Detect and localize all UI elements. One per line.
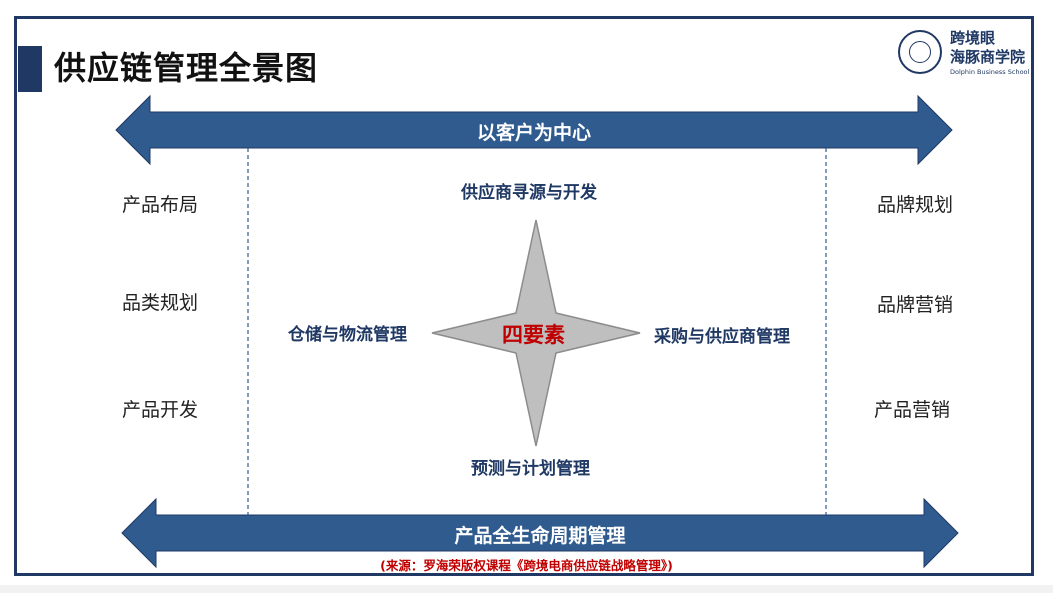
source-note: (来源：罗海荣版权课程《跨境电商供应链战略管理》) xyxy=(380,558,673,573)
element-procurement: 采购与供应商管理 xyxy=(654,327,790,347)
title-accent-bar xyxy=(18,46,42,92)
top-arrow-label: 以客户为中心 xyxy=(476,122,591,144)
logo-name-line1: 跨境眼 xyxy=(950,29,996,47)
logo-name-line2: 海豚商学院 xyxy=(950,48,1026,66)
element-supplier-sourcing: 供应商寻源与开发 xyxy=(461,183,597,203)
element-forecast-planning: 预测与计划管理 xyxy=(471,459,590,479)
page-title: 供应链管理全景图 xyxy=(54,49,319,87)
left-item-product-layout: 产品布局 xyxy=(122,194,199,216)
right-item-product-marketing: 产品营销 xyxy=(874,399,951,421)
logo-globe-icon xyxy=(909,41,931,63)
logo: 跨境眼 海豚商学院 Dolphin Business School xyxy=(898,29,1030,80)
bottom-double-arrow xyxy=(121,497,959,569)
four-point-star xyxy=(431,219,641,447)
top-double-arrow xyxy=(115,94,953,166)
element-warehouse-logistics: 仓储与物流管理 xyxy=(288,325,407,345)
bottom-strip xyxy=(0,585,1053,593)
right-item-brand-marketing: 品牌营销 xyxy=(877,294,954,316)
logo-name-en: Dolphin Business School xyxy=(950,68,1030,76)
center-label: 四要素 xyxy=(502,323,565,347)
left-item-product-development: 产品开发 xyxy=(122,399,199,421)
left-item-category-planning: 品类规划 xyxy=(122,292,199,314)
right-item-brand-planning: 品牌规划 xyxy=(877,194,954,216)
logo-seal-icon xyxy=(898,30,942,74)
bottom-arrow-label: 产品全生命周期管理 xyxy=(454,525,626,547)
